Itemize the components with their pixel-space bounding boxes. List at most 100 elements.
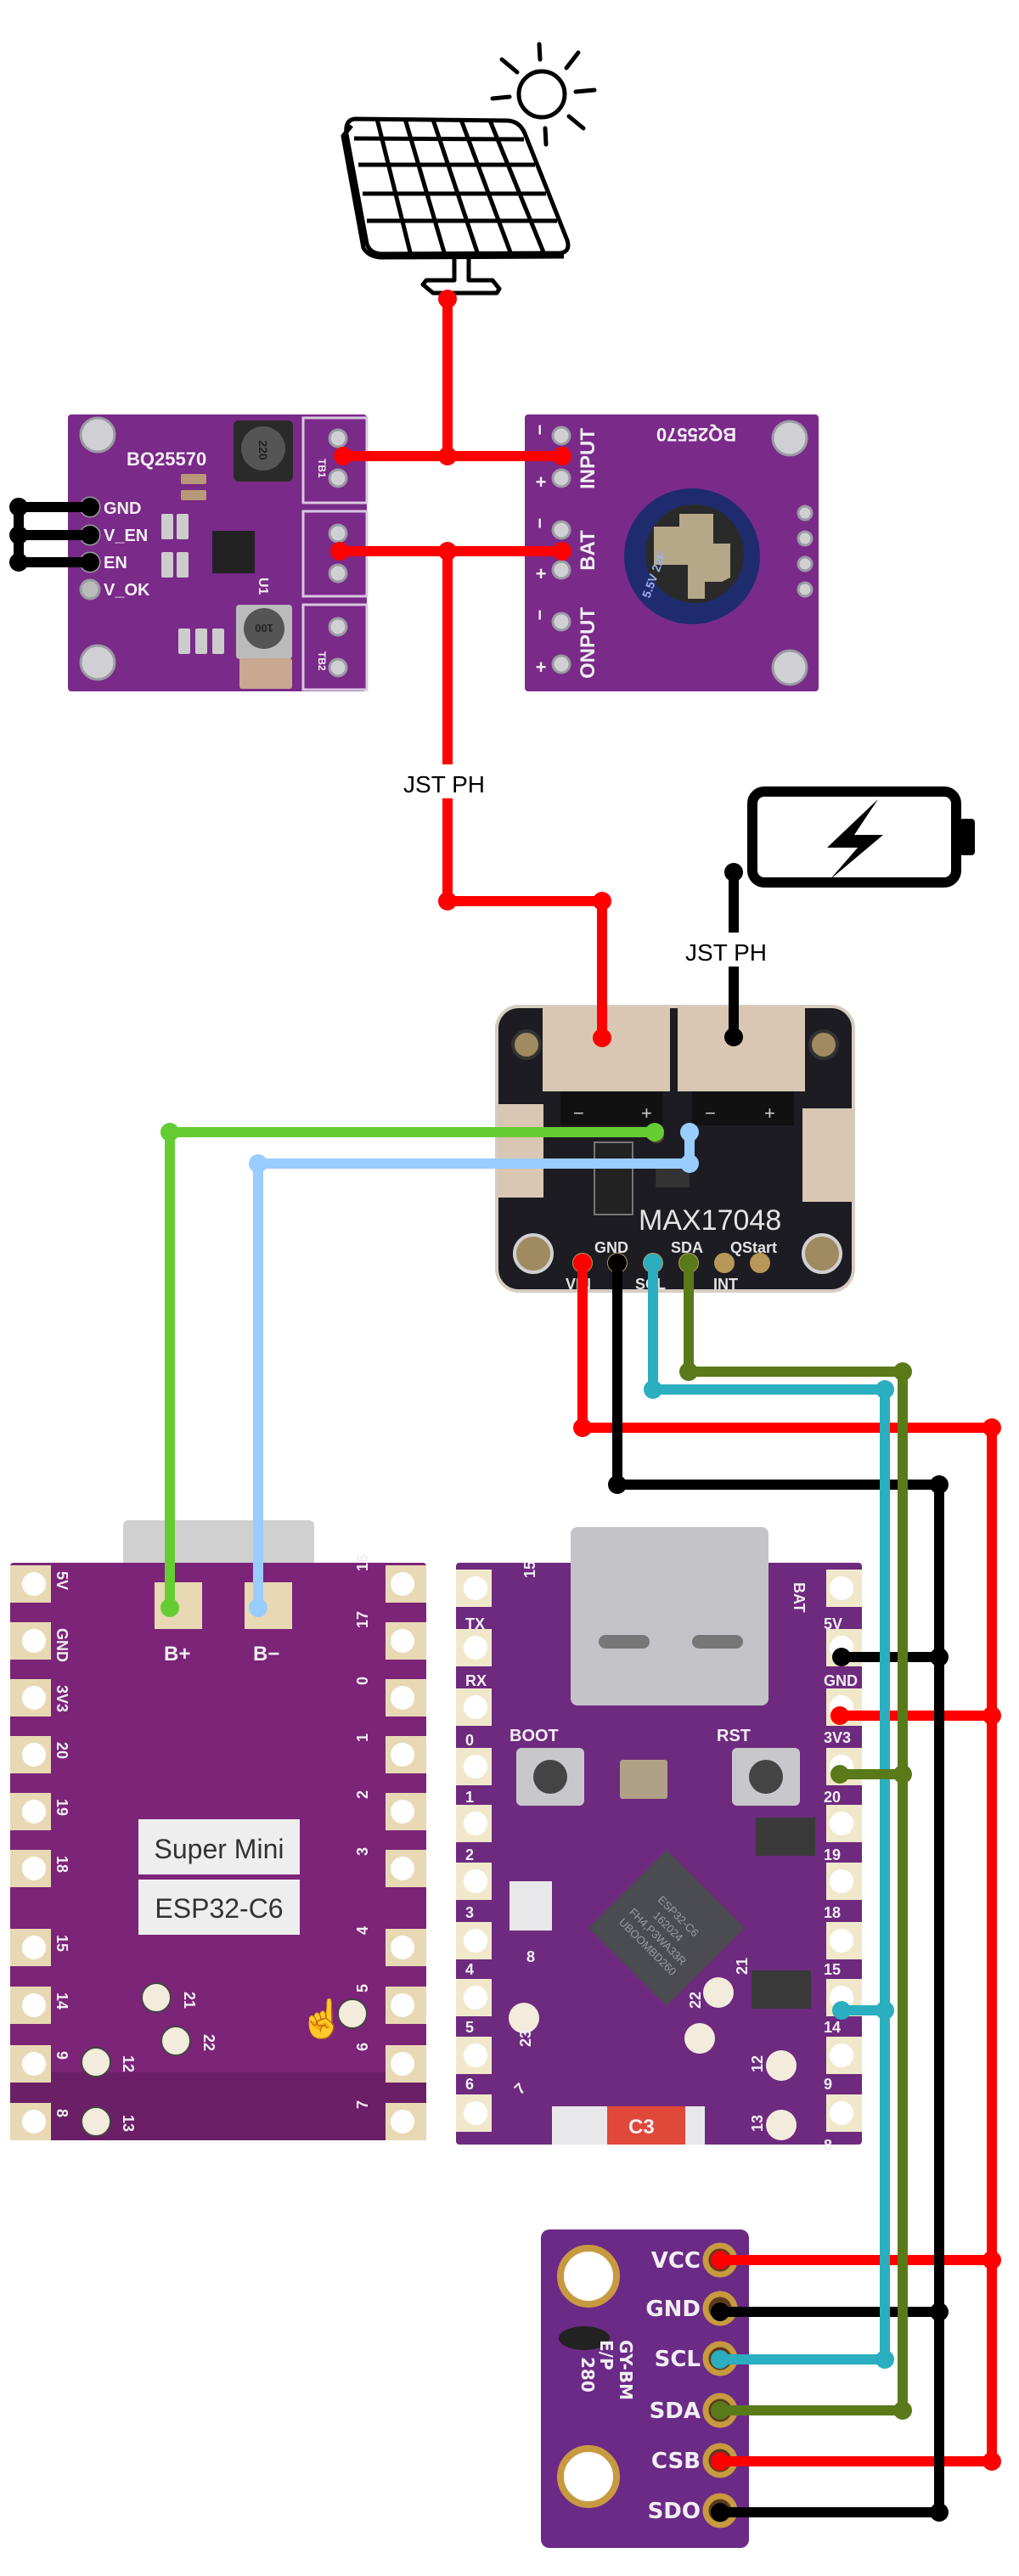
mounting-hole — [771, 649, 808, 686]
wire-bme-sdo — [711, 2503, 939, 2522]
pin-label: 2 — [354, 1790, 371, 1799]
pin-label: VCC — [651, 2248, 701, 2274]
pin-label: GND — [53, 1628, 70, 1662]
pin-label: 3V3 — [824, 1729, 851, 1746]
terminal-group-label: ONPUT — [577, 607, 600, 679]
pin-label: 1 — [465, 1789, 474, 1806]
pin-hole — [391, 1743, 414, 1767]
pin-hole — [464, 2101, 487, 2125]
junction-dot — [711, 2251, 729, 2269]
pin-label: 4 — [354, 1926, 371, 1935]
pin-hole — [391, 1800, 414, 1823]
pin-label: EN — [104, 554, 127, 572]
pin-hole — [391, 2110, 414, 2134]
pin-label: 0 — [354, 1677, 371, 1685]
pin-label: TX — [465, 1615, 485, 1632]
wire-vin-line — [577, 1263, 997, 2461]
pin-label: BAT — [791, 1582, 808, 1613]
junction-dot — [893, 1362, 912, 1381]
esp32-c6-front-board: BOOT RST ESP32-C6 162024 FH4,P3WA33R UBO… — [456, 1527, 862, 2145]
board-name: MAX17048 — [639, 1204, 781, 1237]
esp32-c6-back-board: B+ B− Super Mini ESP32-C6 21 22 12 13 ☝ — [10, 1520, 426, 2140]
pin-hole — [22, 2110, 46, 2134]
solar-panel-icon — [341, 116, 571, 296]
board-label: ESP32-C6 — [155, 1893, 283, 1924]
pin-label: 6 — [354, 2043, 371, 2051]
pin-hole — [22, 1857, 46, 1880]
wire-input-bus — [334, 447, 571, 465]
pin-v-ok — [79, 578, 101, 600]
pin-label: GND — [824, 1672, 858, 1689]
pin-hole — [830, 1869, 853, 1893]
antenna-label: C3 — [628, 2116, 655, 2139]
junction-dot — [593, 1029, 611, 1047]
chip-label: U1 — [256, 578, 270, 595]
junction-dot — [81, 498, 99, 516]
junction-dot — [9, 553, 28, 572]
board-name: E/P — [596, 2340, 616, 2370]
board-name: 280 — [577, 2357, 598, 2393]
capacitor — [239, 658, 292, 689]
junction-dot — [832, 2001, 851, 2020]
pin-hole — [830, 1812, 853, 1835]
pin-hole — [22, 1936, 46, 1959]
usb-c-connector — [571, 1527, 768, 1705]
wire-esp-gnd — [832, 1648, 939, 1666]
pin-label: 9 — [53, 2051, 70, 2060]
junction-dot — [9, 498, 28, 516]
pin-hole — [464, 1986, 487, 2010]
terminal-label: TB1 — [316, 459, 328, 478]
pin-label: 7 — [354, 2100, 371, 2109]
inductor-label: 220 — [256, 440, 270, 460]
terminal-group-label: BAT — [577, 530, 600, 571]
pin-label: 4 — [465, 1961, 474, 1978]
junction-dot — [724, 1028, 743, 1046]
wire-gnd-line — [612, 1263, 944, 2512]
pin-hole — [391, 1857, 414, 1880]
pin-hole — [391, 1686, 414, 1710]
pin-label: 5V — [824, 1615, 842, 1632]
polarity-plus: + — [536, 471, 547, 493]
junction-dot — [679, 1254, 698, 1272]
pin-label: 3 — [465, 1904, 474, 1921]
pin-label: 15 — [521, 1561, 538, 1578]
board-name: BQ25570 — [656, 424, 736, 445]
inductor-label: 100 — [255, 622, 273, 634]
pin-hole — [464, 1929, 487, 1953]
junction-dot — [438, 290, 457, 308]
junction-dot — [724, 863, 743, 882]
jst-ph-label-solar: JST PH — [403, 771, 485, 798]
pad-label: B− — [253, 1643, 279, 1666]
wire-bme-csb — [711, 2452, 992, 2471]
junction-dot — [438, 892, 457, 910]
jst-ph-label-battery: JST PH — [685, 939, 767, 966]
wire-solar-input — [438, 290, 457, 456]
supercapacitor: 5.5V 22F — [624, 488, 760, 624]
pin-hole — [22, 1993, 46, 2017]
junction-dot — [679, 1362, 698, 1381]
wire-bme-vcc — [711, 2251, 992, 2269]
pin-hole — [464, 1869, 487, 1893]
pin-hole — [830, 1576, 853, 1600]
pin-label: 5 — [354, 1984, 371, 1993]
junction-dot — [573, 1418, 592, 1437]
junction-dot — [644, 1380, 662, 1399]
wire-scl-line — [648, 1263, 890, 2359]
wire-b-minus — [249, 1123, 699, 1617]
wire-b-minus-line — [253, 1132, 695, 1608]
bme280-board: GY-BM E/P 280 — [541, 2229, 749, 2548]
junction-dot — [830, 1706, 849, 1725]
polarity-plus: + — [536, 657, 547, 678]
pin-label: 19 — [53, 1799, 70, 1816]
junction-dot — [711, 2350, 729, 2369]
crystal — [620, 1760, 667, 1799]
pin-label: 3V3 — [53, 1685, 70, 1712]
pin-label: 21 — [734, 1958, 751, 1975]
wire-bme-scl — [711, 2350, 885, 2369]
polarity-minus: − — [573, 1102, 584, 1124]
pin-label: 6 — [465, 2076, 474, 2093]
junction-dot — [982, 1418, 1001, 1437]
pin-hole — [391, 1936, 414, 1959]
pin-hole — [22, 1800, 46, 1823]
